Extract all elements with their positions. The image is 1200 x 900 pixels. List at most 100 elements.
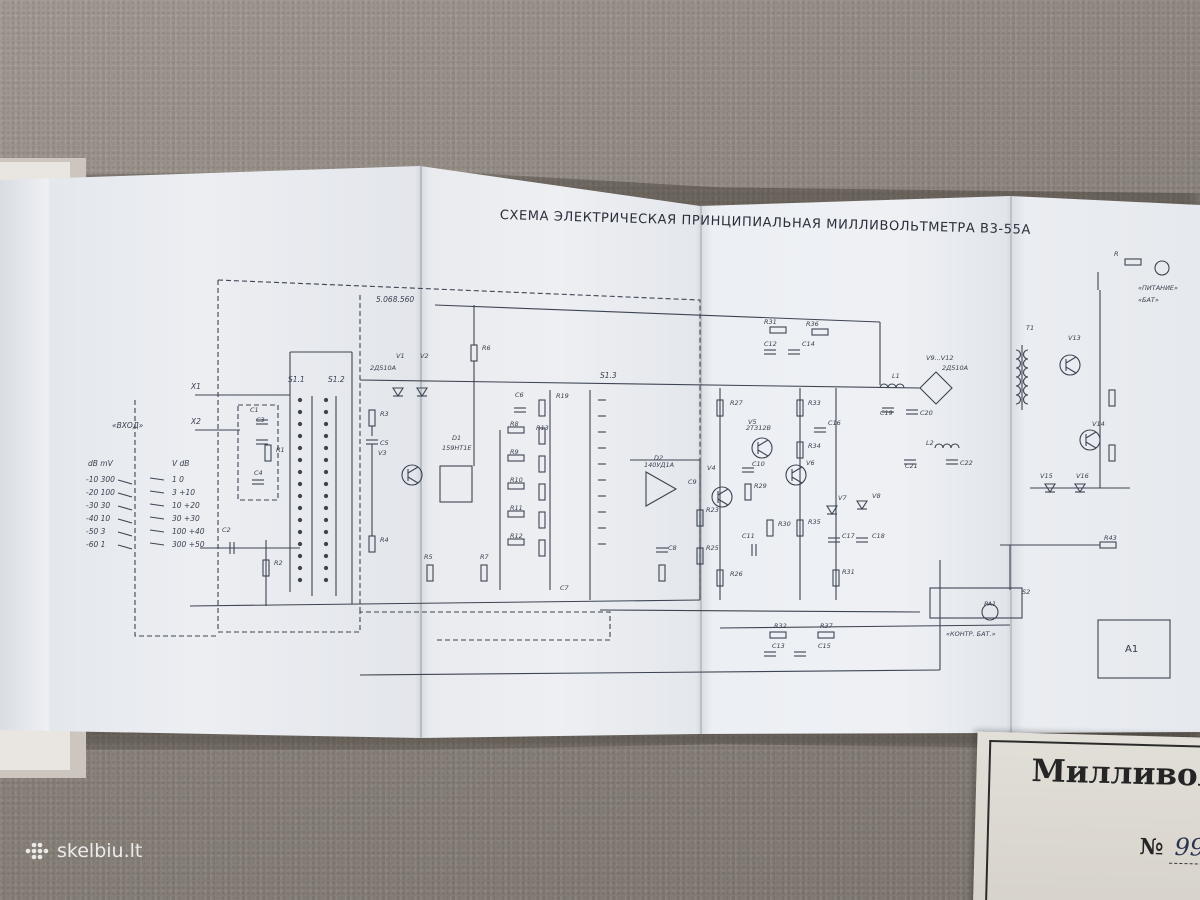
resistor	[658, 564, 666, 582]
c13-label: C13	[772, 642, 785, 650]
transformer-winding	[1015, 376, 1022, 387]
d2-part-label: 140УД1А	[644, 461, 674, 469]
c1-label: C1	[250, 406, 259, 414]
c10-label: C10	[752, 460, 765, 468]
power-label: «ПИТАНИЕ»	[1138, 284, 1178, 292]
c11-label: C11	[742, 532, 755, 540]
junction-dot	[323, 397, 329, 403]
wire	[719, 624, 1011, 629]
op-amp-d2	[645, 471, 678, 507]
r4-label: R4	[380, 536, 389, 544]
transformer-winding	[1015, 349, 1022, 360]
wire	[149, 542, 165, 546]
junction-dot	[297, 505, 303, 511]
wire	[117, 505, 133, 511]
lamp-icon	[1154, 260, 1170, 276]
transformer-winding	[1022, 394, 1029, 405]
r6-label: R6	[482, 344, 491, 352]
junction-dot	[297, 565, 303, 571]
wire	[189, 599, 701, 607]
cover-serial-number: 99	[1174, 832, 1200, 862]
c20-label: C20	[920, 409, 933, 417]
c12-label: C12	[764, 340, 777, 348]
junction-dot	[323, 481, 329, 487]
transformer-winding	[1015, 394, 1022, 405]
resistor	[796, 519, 804, 537]
r32-label: R32	[774, 622, 787, 630]
v7-label: V7	[838, 494, 847, 502]
ref-number-label: 5.068.560	[376, 295, 414, 304]
resistor	[538, 511, 546, 529]
c8-label: C8	[668, 544, 677, 552]
ladder-left-2: R10	[510, 476, 523, 484]
d1-part-label: 159НТ1Е	[442, 444, 472, 452]
range-header-left: dB mV	[88, 459, 114, 468]
c16-label: C16	[828, 419, 841, 427]
a1-label: A1	[1125, 644, 1138, 655]
resistor	[507, 482, 525, 490]
resistor	[796, 441, 804, 459]
resistor	[716, 399, 724, 417]
diode-symbol	[856, 500, 868, 511]
transistor-emitter	[757, 449, 769, 457]
r2-label: R2	[274, 559, 283, 567]
v6-label: V6	[806, 459, 815, 467]
resistor	[769, 631, 787, 639]
junction-dot	[323, 421, 329, 427]
meter-pa1	[981, 603, 999, 621]
diode-symbol	[392, 387, 404, 398]
wire	[117, 518, 133, 524]
fold-line	[420, 166, 422, 738]
wire	[149, 503, 165, 507]
v15-label: V15	[1040, 472, 1053, 480]
transistor-symbol	[785, 464, 807, 486]
v5-part-label: 2Т312В	[746, 424, 772, 432]
transistor-symbol	[401, 464, 423, 486]
wire	[117, 544, 133, 550]
transistor-emitter	[717, 498, 729, 506]
resistor	[426, 564, 434, 582]
wire	[149, 490, 165, 494]
x1-label: X1	[190, 382, 201, 391]
junction-dot	[323, 553, 329, 559]
range-right-1: 3 +10	[172, 488, 195, 497]
resistor	[507, 426, 525, 434]
r31-label: R31	[842, 568, 855, 576]
resistor	[507, 510, 525, 518]
junction-dot	[297, 553, 303, 559]
transformer-winding	[1022, 385, 1029, 396]
transistor-symbol	[751, 437, 773, 459]
transistor-emitter	[791, 476, 803, 484]
resistor	[744, 483, 752, 501]
c22-label: C22	[960, 459, 973, 467]
transistor-collector	[791, 466, 803, 474]
r27-label: R27	[730, 399, 744, 407]
diode-symbol	[416, 387, 428, 398]
resistor	[264, 444, 272, 462]
wire	[117, 492, 133, 498]
range-right-4: 100 +40	[172, 527, 205, 536]
transformer-winding	[1015, 385, 1022, 396]
resistor	[368, 409, 376, 427]
wire	[149, 516, 165, 520]
pa1-label: PA1	[984, 600, 996, 608]
transistor-collector	[407, 466, 419, 474]
junction-dot	[323, 433, 329, 439]
check-battery-label: «КОНТР. БАТ.»	[946, 630, 996, 638]
transformer-winding	[1022, 358, 1029, 369]
x2-label: X2	[190, 417, 201, 426]
transistor-collector	[717, 488, 729, 496]
r23-label: R23	[706, 506, 719, 514]
transformer-winding	[1015, 367, 1022, 378]
range-left-2: -30 30	[86, 501, 110, 510]
c6-label: C6	[515, 391, 524, 399]
v16-label: V16	[1076, 472, 1089, 480]
r5-label: R5	[424, 553, 433, 561]
v8-label: V8	[872, 492, 881, 500]
transistor-emitter	[407, 476, 419, 484]
v14-label: V14	[1092, 420, 1105, 428]
range-left-4: -50 3	[86, 527, 106, 536]
